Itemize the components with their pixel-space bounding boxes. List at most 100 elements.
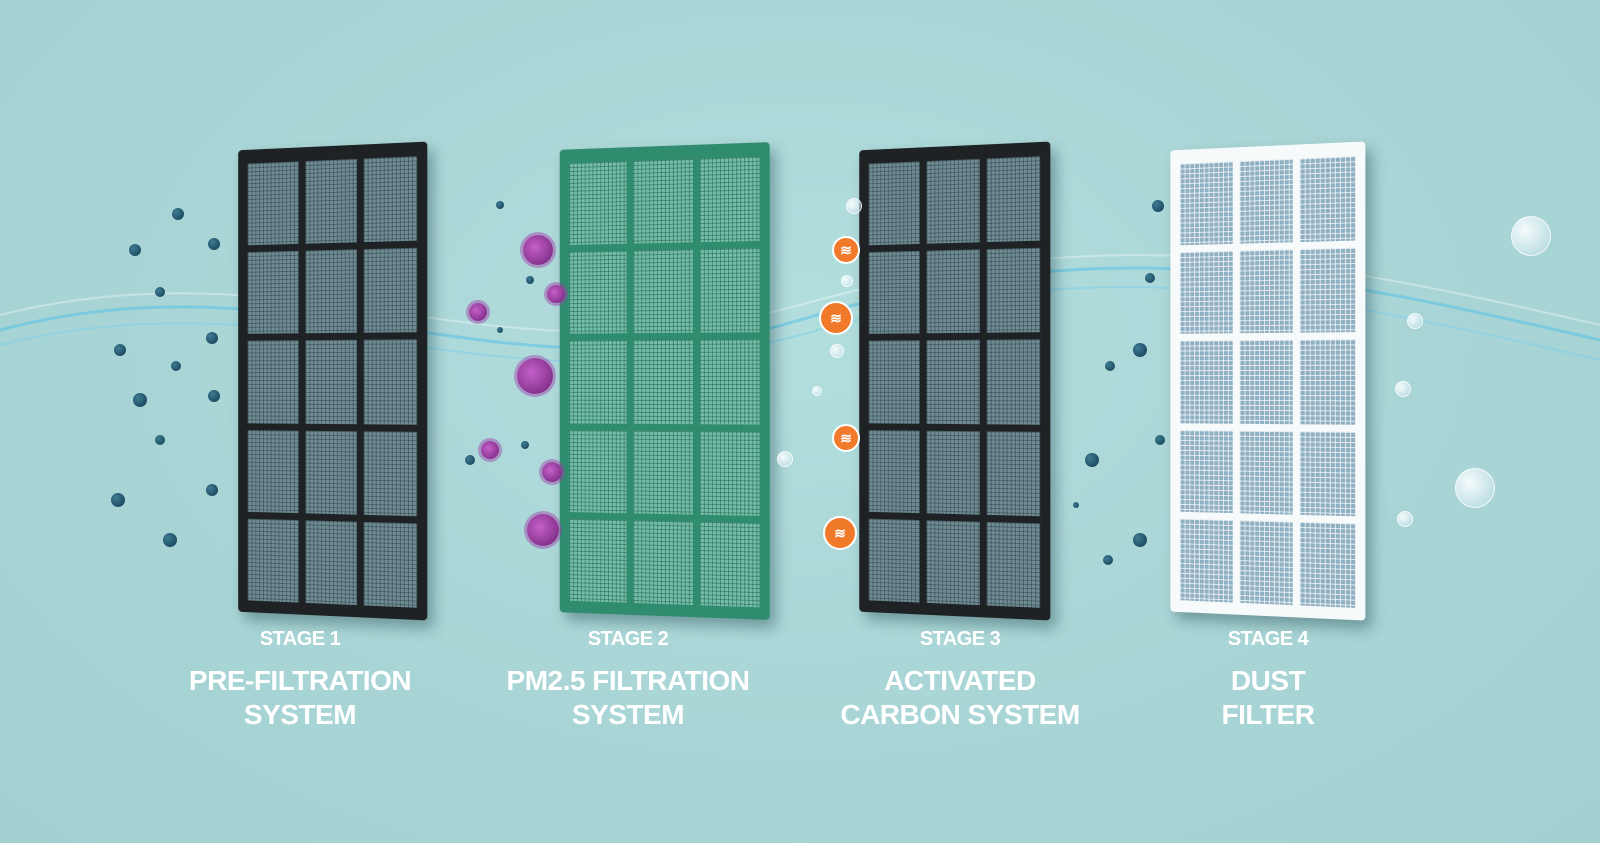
virus-icon [517,358,553,394]
filter-mesh-cell [927,430,980,514]
filter-mesh-cell [305,520,357,605]
filter-mesh-cell [248,161,299,245]
dust-particle [155,287,165,297]
filter-mesh-cell [1300,431,1355,516]
filter-mesh-cell [1180,518,1233,602]
filter-mesh-cell [305,340,357,424]
dust-particle [496,201,504,209]
stage-4-label: STAGE 4 [1108,628,1428,651]
dust-particle [133,393,147,407]
virus-icon [523,235,553,265]
dust-particle [1152,200,1164,212]
dust-particle [208,238,220,250]
title-line: CARBON SYSTEM [840,699,1079,730]
air-bubble [846,198,862,214]
filter-mesh-cell [569,430,627,513]
filter-mesh-cell [927,159,980,244]
dust-particle [526,276,534,284]
pre-filter-panel [238,142,427,621]
filter-mesh-cell [927,340,980,424]
filter-mesh-cell [1239,340,1293,424]
dust-particle [1105,361,1115,371]
filter-mesh-cell [986,431,1040,516]
title-line: PRE-FILTRATION [189,665,411,696]
filter-mesh-cell [364,248,417,333]
filter-mesh-cell [700,248,760,333]
dust-particle [497,327,503,333]
dust-particle [155,435,165,445]
odor-icon: ≋ [819,301,853,335]
filter-mesh-cell [700,431,760,516]
odor-icon: ≋ [823,516,857,550]
filter-mesh-cell [248,341,299,424]
virus-icon [542,462,562,482]
air-bubble [1455,468,1495,508]
filter-mesh-cell [986,340,1040,425]
dust-particle [1155,435,1165,445]
filter-mesh-cell [364,156,417,242]
virus-icon [469,303,487,321]
filter-mesh-cell [305,250,357,334]
dust-particle [172,208,184,220]
filter-mesh-cell [927,520,980,605]
dust-particle [111,493,125,507]
stage-1-label: STAGE 1 [140,628,460,651]
air-bubble [1395,381,1411,397]
stage-1-title: PRE-FILTRATIONSYSTEM [140,664,460,732]
filter-mesh-cell [869,251,920,334]
title-line: PM2.5 FILTRATION [507,665,750,696]
dust-particle [1133,533,1147,547]
air-bubble [1397,511,1413,527]
dust-filter-panel [1170,141,1365,620]
stage-3-label: STAGE 3 [800,628,1120,651]
virus-icon [527,514,559,546]
filter-mesh-cell [986,156,1040,242]
dust-particle [1103,555,1113,565]
filter-mesh-cell [927,250,980,334]
virus-icon [547,285,565,303]
pm25-filter-panel [560,142,770,620]
filter-mesh-cell [700,522,760,608]
filter-mesh-cell [569,341,627,424]
stage-2-title: PM2.5 FILTRATIONSYSTEM [468,664,788,732]
filter-mesh-cell [700,340,760,424]
dust-particle [1085,453,1099,467]
air-bubble [1511,216,1551,256]
filter-mesh-cell [1300,340,1355,425]
title-line: SYSTEM [244,699,356,730]
dust-particle [521,441,529,449]
filter-mesh-cell [634,340,693,424]
stage-3-title: ACTIVATEDCARBON SYSTEM [800,664,1120,732]
filter-mesh-cell [364,340,417,425]
title-line: FILTER [1222,699,1315,730]
filter-mesh-cell [1300,248,1355,333]
air-bubble [812,386,822,396]
filter-mesh-cell [569,251,627,334]
dust-particle [163,533,177,547]
filter-mesh-cell [634,430,693,514]
filter-mesh-cell [248,519,299,603]
dust-particle [206,484,218,496]
filter-mesh-cell [305,430,357,514]
dust-particle [1145,273,1155,283]
dust-particle [465,455,475,465]
filter-mesh-cell [986,522,1040,608]
filter-mesh-cell [1180,430,1233,513]
carbon-filter-panel [859,142,1050,621]
air-bubble [830,344,844,358]
filter-mesh-cell [248,251,299,334]
title-line: ACTIVATED [884,665,1036,696]
filter-mesh-cell [1180,161,1233,245]
filter-mesh-cell [1239,430,1293,514]
filter-mesh-cell [1300,156,1355,242]
dust-particle [206,332,218,344]
dust-particle [208,390,220,402]
filter-mesh-cell [634,250,693,334]
filter-mesh-cell [634,159,693,244]
filter-mesh-cell [364,522,417,608]
filter-mesh-cell [569,161,627,245]
odor-icon: ≋ [832,424,860,452]
filter-mesh-cell [986,248,1040,333]
filter-mesh-cell [869,161,920,245]
filter-mesh-cell [1239,159,1293,244]
